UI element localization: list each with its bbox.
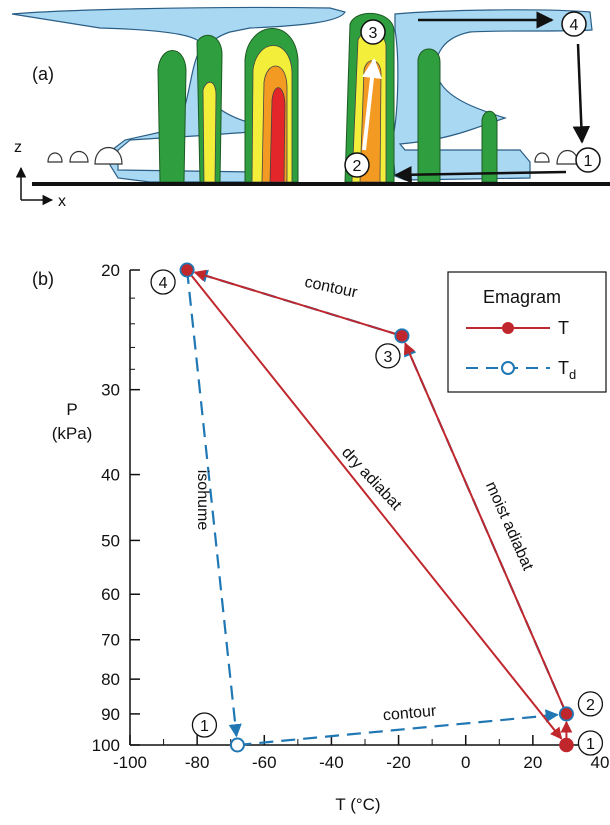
td-segment [237, 709, 559, 747]
svg-text:4: 4 [570, 17, 579, 34]
axis-x-label: x [58, 193, 66, 210]
point-label-circle [577, 730, 604, 756]
tower-left-main-red [269, 87, 286, 183]
arrow-1-to-2 [394, 165, 567, 184]
y-tick-label: 20 [101, 261, 120, 280]
point-label-1: 1 [191, 712, 218, 738]
t-segment [186, 269, 563, 740]
svg-text:2: 2 [353, 158, 362, 175]
point-label-2: 2 [577, 691, 604, 717]
annotation-moist-adiabat: moist adiabat [482, 479, 536, 573]
tower-left-mid-inner [202, 81, 217, 183]
x-tick-label: 0 [461, 753, 470, 772]
y-tick-label: 70 [101, 631, 120, 650]
anvil-cloud-left [11, 6, 346, 183]
x-tick-label: -100 [113, 753, 147, 772]
arrow-4-to-1 [572, 43, 591, 144]
x-axis-ticks: -100 -80 -60 -40 -20 0 20 40 [113, 735, 609, 772]
point-label-3: 3 [375, 343, 401, 369]
y-tick-label: 90 [101, 705, 120, 724]
annotation-isohume: isohume [194, 470, 211, 531]
point-label-1: 1 [577, 730, 604, 756]
y-axis-label-line2: (kPa) [52, 424, 93, 443]
series-layer: 1 2 3 4 1 [150, 262, 604, 756]
annotation-contour-bottom: contour [382, 703, 437, 725]
point-label-circle [577, 691, 604, 717]
point-label-4: 4 [150, 269, 176, 295]
annotation-contour-top: contour [303, 274, 359, 302]
annotation-dry-adiabat: dry adiabat [338, 444, 405, 514]
point-label-text: 1 [200, 718, 209, 735]
panel-a-label: (a) [32, 64, 54, 84]
x-tick-label: -40 [319, 753, 344, 772]
axis-z-label: z [14, 139, 22, 156]
point-label-circle [191, 712, 218, 738]
small-cumulus-right [534, 149, 579, 165]
tower-left-small [157, 50, 187, 183]
t-point-1 [559, 737, 574, 753]
legend-t-marker [502, 322, 514, 334]
panel-a-point-2: 2 [344, 152, 370, 178]
t-point-2 [559, 706, 574, 722]
td-point-1 [229, 737, 245, 753]
legend-t-label: T [558, 318, 569, 338]
panel-a-point-1: 1 [575, 147, 601, 173]
axes-indicator: z x [14, 139, 66, 210]
y-axis-label-line1: P [66, 400, 77, 419]
legend: Emagram T Td [447, 271, 607, 393]
point-label-circle [150, 269, 176, 295]
small-cumulus-left [47, 147, 123, 165]
x-tick-label: -60 [252, 753, 277, 772]
legend-entry-td: Td [466, 358, 576, 382]
x-tick-label: -20 [386, 753, 411, 772]
panel-b-label: (b) [32, 269, 54, 289]
y-tick-label: 30 [101, 381, 120, 400]
y-tick-label: 80 [101, 670, 120, 689]
updraft-arrow [362, 58, 382, 151]
t-point-4 [179, 262, 195, 278]
point-label-text: 4 [159, 275, 168, 292]
svg-text:3: 3 [369, 25, 378, 42]
legend-td-label: Td [558, 358, 576, 382]
legend-title: Emagram [483, 287, 561, 307]
point-label-circle [375, 343, 401, 369]
y-axis-ticks: 20 30 40 50 60 70 80 90 100 [92, 261, 140, 755]
y-tick-label: 40 [101, 466, 120, 485]
y-tick-label: 100 [92, 736, 120, 755]
legend-td-marker [501, 361, 515, 375]
svg-text:1: 1 [584, 153, 593, 170]
t-segment [193, 269, 403, 337]
t-point-3 [394, 328, 410, 344]
panel-a-point-3: 3 [360, 19, 386, 45]
y-tick-label: 60 [101, 585, 120, 604]
point-label-text: 2 [586, 697, 595, 714]
tower-right-small-b [481, 110, 498, 183]
panel-a-point-4: 4 [561, 11, 587, 37]
y-tick-label: 50 [101, 531, 120, 550]
point-label-text: 1 [586, 736, 595, 753]
x-axis-label: T (°C) [335, 795, 380, 814]
x-tick-label: 20 [523, 753, 542, 772]
x-tick-label: -80 [185, 753, 210, 772]
td-segment [185, 269, 242, 738]
t-segment [403, 342, 568, 715]
point-label-text: 3 [383, 349, 392, 366]
panel-a: (a) [11, 6, 610, 210]
tower-right-small-a [417, 48, 441, 183]
x-tick-label: 40 [591, 753, 610, 772]
legend-entry-t: T [466, 318, 569, 338]
